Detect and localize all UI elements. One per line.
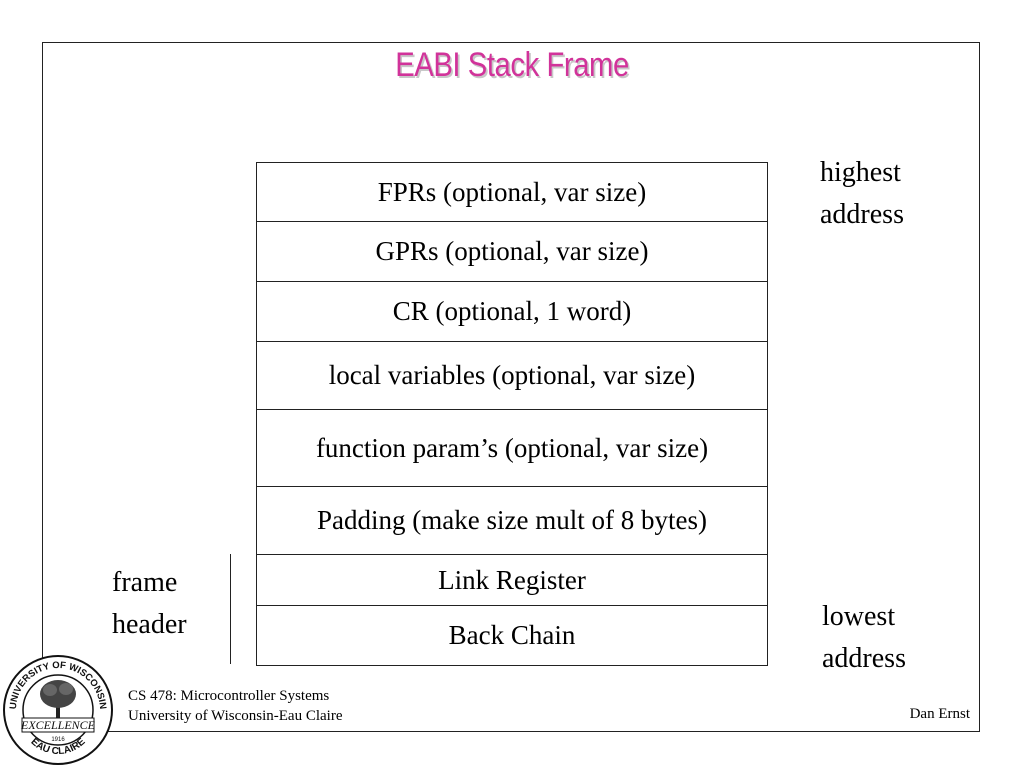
- footer-course-info: CS 478: Microcontroller Systems Universi…: [128, 686, 343, 726]
- svg-text:1916: 1916: [51, 737, 65, 743]
- footer-university: University of Wisconsin-Eau Claire: [128, 708, 343, 724]
- seal-icon: UNIVERSITY OF WISCONSIN EAU CLAIRE EXCEL…: [3, 655, 113, 765]
- stack-cell-gprs: GPRs (optional, var size): [257, 222, 767, 282]
- lowest-label-line2: address: [822, 643, 906, 674]
- seal-connector-line: [112, 731, 122, 732]
- lowest-address-label: lowest address: [822, 596, 906, 680]
- stack-cell-local-variables: local variables (optional, var size): [257, 342, 767, 410]
- footer-course-name: CS 478: Microcontroller Systems: [128, 688, 330, 704]
- slide-border: [42, 42, 980, 732]
- stack-cell-link-register: Link Register: [257, 555, 767, 606]
- slide-title: EABI Stack Frame: [395, 46, 629, 84]
- stack-cell-back-chain: Back Chain: [448, 620, 576, 650]
- university-seal-logo: UNIVERSITY OF WISCONSIN EAU CLAIRE EXCEL…: [2, 654, 114, 766]
- highest-address-label: highest address: [820, 152, 904, 236]
- stack-frame-diagram: FPRs (optional, var size) GPRs (optional…: [256, 162, 768, 666]
- frame-label-line2: header: [112, 609, 187, 640]
- stack-cell-padding: Padding (make size mult of 8 bytes): [257, 487, 767, 555]
- stack-cell-fprs: FPRs (optional, var size): [257, 163, 767, 222]
- lowest-label-line1: lowest: [822, 601, 896, 632]
- footer-author: Dan Ernst: [909, 706, 970, 722]
- frame-header-label: frame header: [112, 562, 187, 646]
- stack-cell-function-params: function param’s (optional, var size): [257, 410, 767, 487]
- frame-label-line1: frame: [112, 567, 178, 598]
- svg-text:EXCELLENCE: EXCELLENCE: [20, 718, 96, 732]
- highest-label-line2: address: [820, 199, 904, 230]
- stack-cell-cr: CR (optional, 1 word): [257, 282, 767, 342]
- frame-header-bracket: [230, 554, 231, 664]
- highest-label-line1: highest: [820, 157, 901, 188]
